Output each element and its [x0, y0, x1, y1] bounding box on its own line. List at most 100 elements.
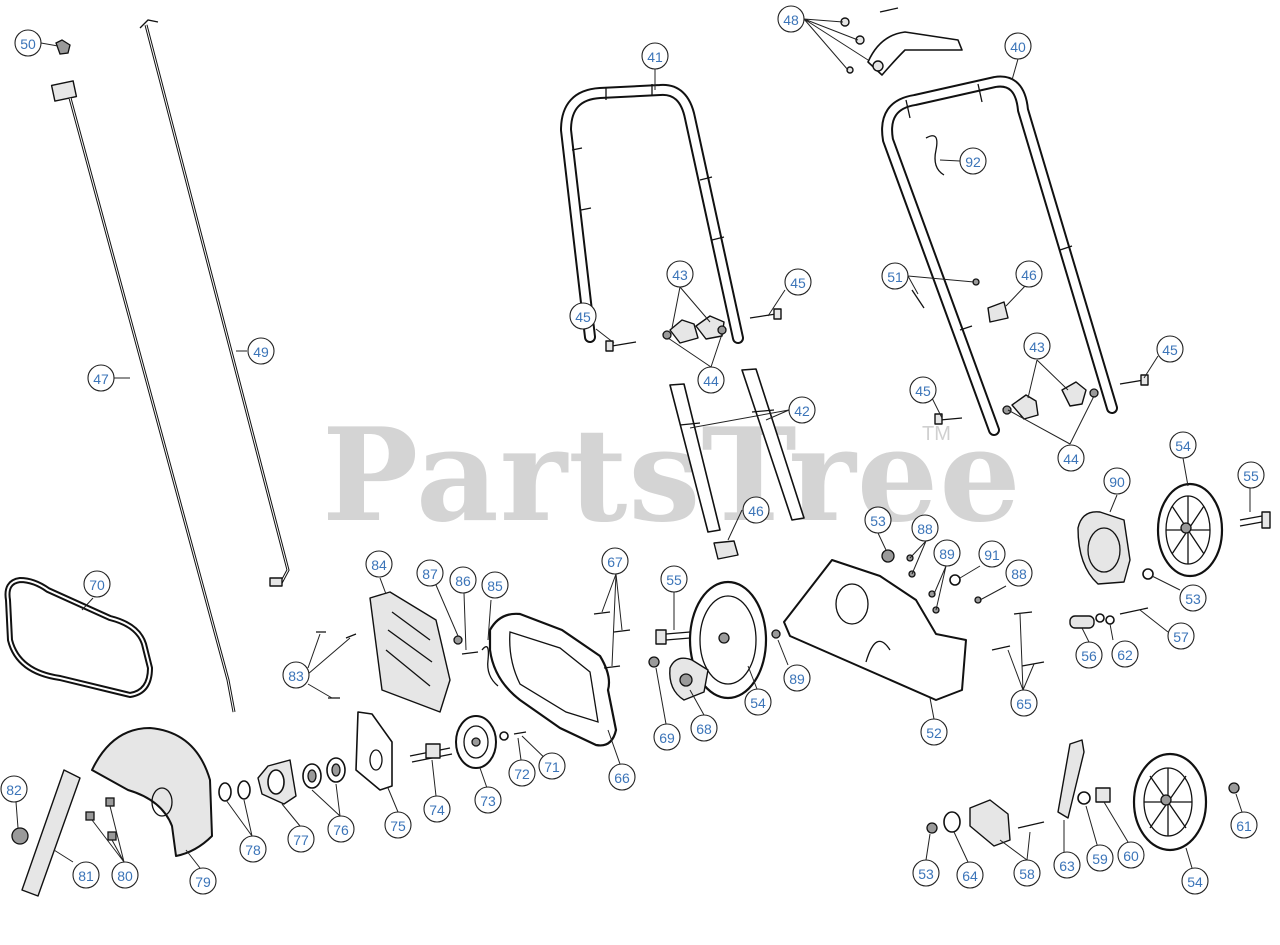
callout-label: 68 — [696, 721, 712, 737]
callout-82[interactable]: 82 — [0, 775, 28, 803]
callout-label: 40 — [1010, 39, 1026, 55]
part-wheel-right-bottom — [1132, 752, 1208, 852]
callout-circle — [282, 661, 310, 689]
callout-circle — [933, 539, 961, 567]
callout-51[interactable]: 51 — [881, 262, 909, 290]
callout-56[interactable]: 56 — [1075, 641, 1103, 669]
callout-43[interactable]: 43 — [1023, 332, 1051, 360]
part-screws — [316, 631, 357, 699]
callout-circle — [538, 752, 566, 780]
part-axle-bolt — [655, 629, 691, 645]
callout-79[interactable]: 79 — [189, 867, 217, 895]
callout-54[interactable]: 54 — [1181, 867, 1209, 895]
callout-label: 61 — [1236, 818, 1252, 834]
callout-76[interactable]: 76 — [327, 815, 355, 843]
callout-43[interactable]: 43 — [666, 260, 694, 288]
callout-60[interactable]: 60 — [1117, 841, 1145, 869]
callout-circle — [1117, 841, 1145, 869]
callout-label: 53 — [870, 513, 886, 529]
callout-circle — [1111, 640, 1139, 668]
callout-53[interactable]: 53 — [1179, 584, 1207, 612]
callout-circle — [660, 565, 688, 593]
callout-72[interactable]: 72 — [508, 759, 536, 787]
callout-54[interactable]: 54 — [1169, 431, 1197, 459]
callout-61[interactable]: 61 — [1230, 811, 1258, 839]
callout-78[interactable]: 78 — [239, 835, 267, 863]
callout-89[interactable]: 89 — [933, 539, 961, 567]
callout-59[interactable]: 59 — [1086, 844, 1114, 872]
callout-44[interactable]: 44 — [1057, 444, 1085, 472]
part-spacer-pin — [1069, 607, 1149, 629]
callout-46[interactable]: 46 — [742, 496, 770, 524]
callout-40[interactable]: 40 — [1004, 32, 1032, 60]
callout-55[interactable]: 55 — [660, 565, 688, 593]
callout-88[interactable]: 88 — [1005, 559, 1033, 587]
callout-53[interactable]: 53 — [912, 859, 940, 887]
callout-label: 86 — [455, 573, 471, 589]
callout-57[interactable]: 57 — [1167, 622, 1195, 650]
callout-45[interactable]: 45 — [909, 376, 937, 404]
callout-circle — [1004, 32, 1032, 60]
callout-label: 62 — [1117, 647, 1133, 663]
callout-84[interactable]: 84 — [365, 550, 393, 578]
callout-42[interactable]: 42 — [788, 396, 816, 424]
callout-83[interactable]: 83 — [282, 661, 310, 689]
callout-54[interactable]: 54 — [744, 688, 772, 716]
callout-45[interactable]: 45 — [569, 302, 597, 330]
callout-92[interactable]: 92 — [959, 147, 987, 175]
callout-49[interactable]: 49 — [247, 337, 275, 365]
callout-68[interactable]: 68 — [690, 714, 718, 742]
callout-label: 67 — [607, 554, 623, 570]
callout-71[interactable]: 71 — [538, 752, 566, 780]
callout-46[interactable]: 46 — [1015, 260, 1043, 288]
callout-52[interactable]: 52 — [920, 718, 948, 746]
callout-70[interactable]: 70 — [83, 570, 111, 598]
callout-69[interactable]: 69 — [653, 723, 681, 751]
callout-73[interactable]: 73 — [474, 786, 502, 814]
callout-87[interactable]: 87 — [416, 559, 444, 587]
callout-58[interactable]: 58 — [1013, 859, 1041, 887]
callout-63[interactable]: 63 — [1053, 851, 1081, 879]
callout-86[interactable]: 86 — [449, 566, 477, 594]
part-washers — [218, 780, 251, 802]
callout-45[interactable]: 45 — [1156, 335, 1184, 363]
callout-77[interactable]: 77 — [287, 825, 315, 853]
callout-91[interactable]: 91 — [978, 540, 1006, 568]
callout-89[interactable]: 89 — [783, 664, 811, 692]
callout-50[interactable]: 50 — [14, 29, 42, 57]
callout-44[interactable]: 44 — [697, 366, 725, 394]
callout-85[interactable]: 85 — [481, 571, 509, 599]
callout-74[interactable]: 74 — [423, 795, 451, 823]
part-upper-handle-right — [881, 75, 1118, 436]
callout-67[interactable]: 67 — [601, 547, 629, 575]
part-washer-screw — [499, 731, 527, 741]
callout-64[interactable]: 64 — [956, 861, 984, 889]
callout-65[interactable]: 65 — [1010, 689, 1038, 717]
callout-81[interactable]: 81 — [72, 861, 100, 889]
callout-88[interactable]: 88 — [911, 514, 939, 542]
callout-90[interactable]: 90 — [1103, 467, 1131, 495]
callout-62[interactable]: 62 — [1111, 640, 1139, 668]
callout-47[interactable]: 47 — [87, 364, 115, 392]
callout-80[interactable]: 80 — [111, 861, 139, 889]
callout-41[interactable]: 41 — [641, 42, 669, 70]
callout-53[interactable]: 53 — [864, 506, 892, 534]
callout-circle — [1010, 689, 1038, 717]
callout-label: 55 — [666, 572, 682, 588]
part-belt-cover — [369, 591, 451, 713]
callout-75[interactable]: 75 — [384, 811, 412, 839]
callout-label: 66 — [614, 770, 630, 786]
callout-label: 59 — [1092, 851, 1108, 867]
part-chassis-plate — [783, 559, 967, 701]
callout-label: 53 — [918, 866, 934, 882]
callout-55[interactable]: 55 — [1237, 461, 1265, 489]
callout-66[interactable]: 66 — [608, 763, 636, 791]
callout-label: 54 — [1175, 438, 1191, 454]
callout-circle — [909, 376, 937, 404]
callout-label: 92 — [965, 154, 981, 170]
callout-label: 53 — [1185, 591, 1201, 607]
part-nuts-washers — [771, 549, 1154, 639]
callout-label: 82 — [6, 782, 22, 798]
callout-48[interactable]: 48 — [777, 5, 805, 33]
callout-45[interactable]: 45 — [784, 268, 812, 296]
